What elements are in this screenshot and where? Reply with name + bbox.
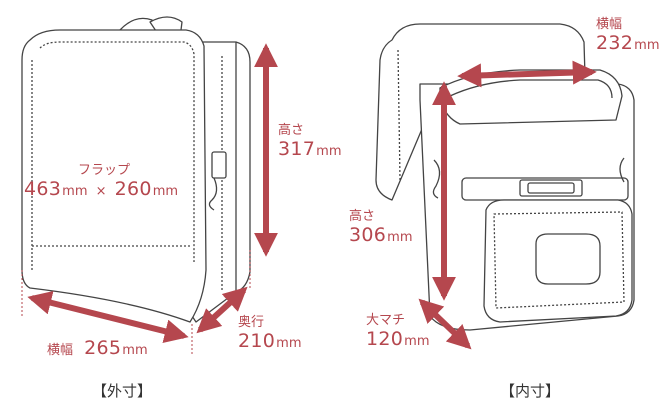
inner-width-value: 232 <box>596 32 634 54</box>
inner-gusset-title: 大マチ <box>366 313 406 328</box>
flap-width-value: 260 <box>114 178 152 200</box>
outer-depth-unit: mm <box>276 336 302 351</box>
hook-ring-icon <box>208 177 218 211</box>
inner-gusset-label: 大マチ 120mm <box>366 314 430 349</box>
outer-width-arrow <box>27 291 189 343</box>
outer-height-unit: mm <box>316 144 342 159</box>
flap-length-value: 463 <box>24 178 62 200</box>
inner-caption: 【内寸】 <box>500 382 561 400</box>
inner-backpack-drawing <box>375 23 635 331</box>
outer-backpack-drawing <box>21 16 251 323</box>
outer-height-value: 317 <box>278 138 316 160</box>
hook-right-icon <box>619 157 625 183</box>
flap-length-unit: mm <box>62 184 88 199</box>
inner-width-unit: mm <box>634 38 660 53</box>
outer-width-unit: mm <box>122 343 148 358</box>
outer-height-label: 高さ 317mm <box>278 124 342 159</box>
side-buckle <box>211 151 227 179</box>
inner-width-arrow <box>457 60 597 88</box>
inner-gusset-arrow <box>418 298 472 350</box>
outer-height-title: 高さ <box>278 123 305 138</box>
flap-width-unit: mm <box>152 184 179 199</box>
inner-height-value: 306 <box>349 224 387 246</box>
inner-gusset-value: 120 <box>366 328 404 350</box>
outer-width-title: 横幅 <box>47 343 74 358</box>
inner-width-title: 横幅 <box>596 17 623 32</box>
outer-width-value: 265 <box>84 337 122 359</box>
inner-height-unit: mm <box>387 230 413 245</box>
outer-depth-label: 奥行 210mm <box>238 316 302 351</box>
outer-width-label: 横幅 265mm <box>46 339 148 358</box>
outer-depth-arrow <box>196 286 248 334</box>
flap-times-sign: × <box>95 184 107 199</box>
outer-flap-label: フラップ 463mm × 260mm <box>24 164 178 199</box>
name-window <box>535 233 601 285</box>
inner-width-label: 横幅 232mm <box>596 18 660 53</box>
outer-guides <box>21 250 251 354</box>
inner-gusset-unit: mm <box>404 334 430 349</box>
inner-height-label: 高さ 306mm <box>349 210 413 245</box>
outer-caption: 【外寸】 <box>92 382 153 400</box>
inner-height-title: 高さ <box>349 209 376 224</box>
outer-depth-value: 210 <box>238 330 276 352</box>
flap-title: フラップ <box>78 163 131 178</box>
outer-depth-title: 奥行 <box>238 315 265 330</box>
